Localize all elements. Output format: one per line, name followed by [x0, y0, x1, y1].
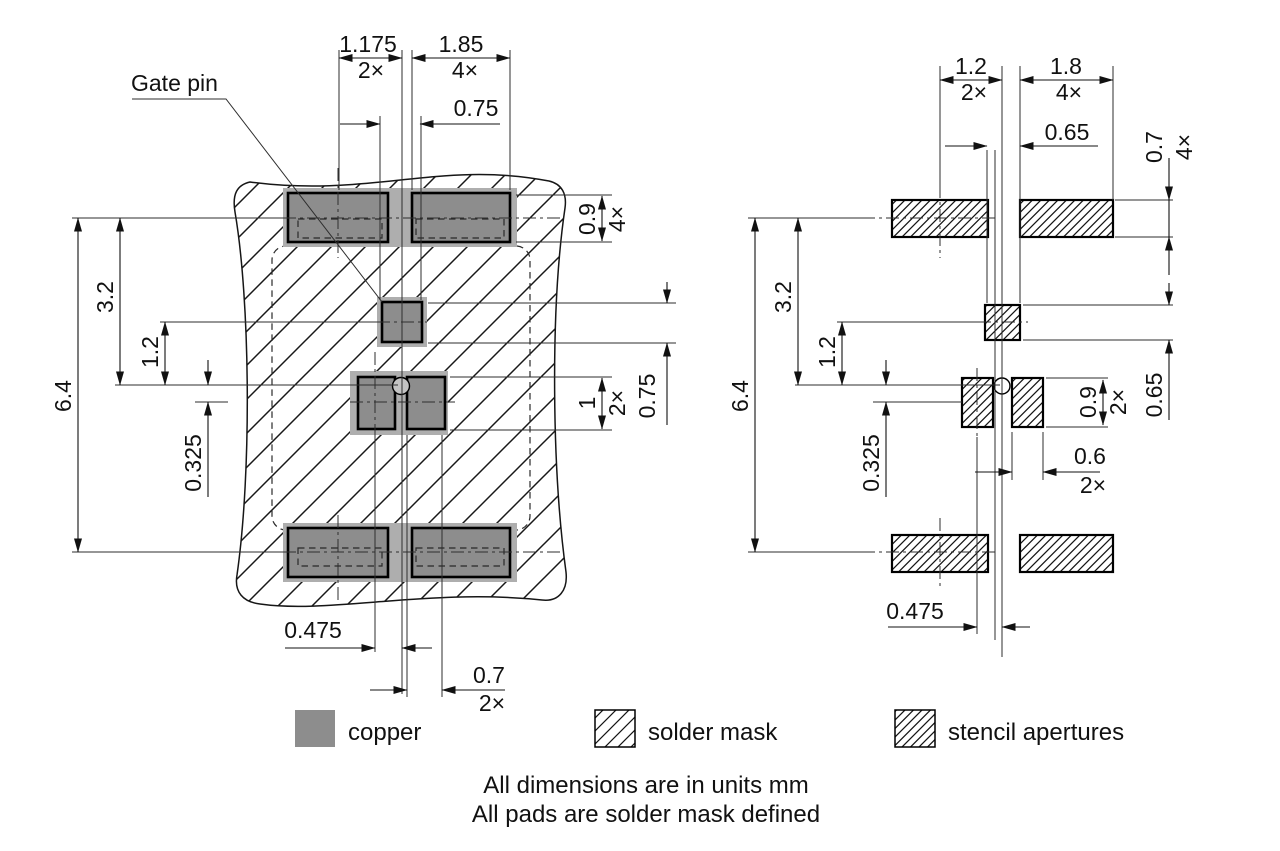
- extension-lines-right: [748, 66, 1173, 657]
- dim-sense-offset-right: 0.325: [858, 434, 884, 492]
- aperture-top-right: [1018, 198, 1115, 239]
- centerlines-right: [862, 185, 1028, 590]
- dim-sense-offset: 0.325: [180, 434, 206, 492]
- legend-stencil-label: stencil apertures: [948, 719, 1124, 746]
- legend-copper-swatch: [295, 710, 335, 747]
- left-view-copper-mask: Gate pin 1.175 2× 1.85 4× 0.75 0.9 4× 1 …: [50, 31, 676, 716]
- dim-aperture-height: 0.7: [1141, 131, 1167, 163]
- pad-sense-right: [405, 375, 447, 431]
- dim-sense-pad-width-count: 2×: [479, 690, 505, 716]
- dim-sense-aperture-width: 0.6: [1074, 443, 1106, 469]
- gate-pin-label: Gate pin: [131, 70, 218, 96]
- pin1-circle: [391, 376, 411, 396]
- dim-aperture-width-count: 4×: [1056, 79, 1082, 105]
- dim-gate-width: 0.75: [454, 95, 499, 121]
- dim-aperture-height-count: 4×: [1171, 134, 1197, 160]
- dim-sense-aperture-width-count: 2×: [1080, 472, 1106, 498]
- extension-lines: [72, 50, 676, 697]
- notes: All dimensions are in units mm All pads …: [472, 772, 820, 828]
- note-units: All dimensions are in units mm: [483, 772, 808, 799]
- legend-solder-mask-label: solder mask: [648, 719, 778, 746]
- legend: copper solder mask stencil apertures: [295, 709, 1124, 748]
- dim-gate-aperture-width: 0.65: [1045, 119, 1090, 145]
- dim-sense-center: 0.475: [284, 617, 342, 643]
- dim-aperture-width: 1.8: [1050, 53, 1082, 79]
- aperture-bottom-right: [1018, 533, 1115, 574]
- dim-pad-width: 1.85: [439, 31, 484, 57]
- note-mask-defined: All pads are solder mask defined: [472, 801, 820, 828]
- dim-sense-aperture-height: 0.9: [1075, 386, 1101, 418]
- dimension-lines-right: [751, 76, 1173, 631]
- dim-pad-height: 0.9: [574, 203, 600, 235]
- dimension-lines: [74, 54, 671, 694]
- dim-aperture-pitch: 1.2: [955, 53, 987, 79]
- dim-overall-height-right: 6.4: [727, 380, 753, 412]
- gate-pin-leader: [132, 98, 383, 303]
- dim-sense-center-right: 0.475: [886, 598, 944, 624]
- dim-pad-width-count: 4×: [452, 57, 478, 83]
- lead-outlines: [297, 218, 505, 567]
- legend-stencil-swatch: [894, 709, 936, 748]
- dim-gate-offset: 1.2: [137, 336, 163, 368]
- aperture-sense-right: [1010, 376, 1045, 429]
- dim-gate-aperture-height: 0.65: [1141, 373, 1167, 418]
- dim-pad-height-count: 4×: [604, 206, 630, 232]
- dim-aperture-pitch-count: 2×: [961, 79, 987, 105]
- dim-row-pitch-right: 3.2: [770, 281, 796, 313]
- dim-gate-pitch: 1.175: [339, 31, 397, 57]
- dim-overall-height: 6.4: [50, 380, 76, 412]
- legend-copper-label: copper: [348, 719, 421, 746]
- dim-row-pitch: 3.2: [92, 281, 118, 313]
- dim-sense-pad-width: 0.7: [473, 662, 505, 688]
- legend-solder-mask-swatch: [594, 709, 636, 748]
- dim-sense-pad-height-count: 2×: [604, 390, 630, 416]
- dim-gate-height: 0.75: [634, 374, 660, 419]
- stencil-apertures: [890, 198, 1115, 574]
- right-view-stencil: 1.2 2× 1.8 4× 0.65 0.7 4× 6.4 3.2 1.2 0.…: [727, 53, 1197, 657]
- dim-gate-pitch-count: 2×: [358, 57, 384, 83]
- dim-gate-offset-right: 1.2: [814, 336, 840, 368]
- pad-sense-left: [356, 375, 397, 431]
- dim-sense-aperture-height-count: 2×: [1105, 389, 1131, 415]
- dim-sense-pad-height: 1: [574, 397, 600, 410]
